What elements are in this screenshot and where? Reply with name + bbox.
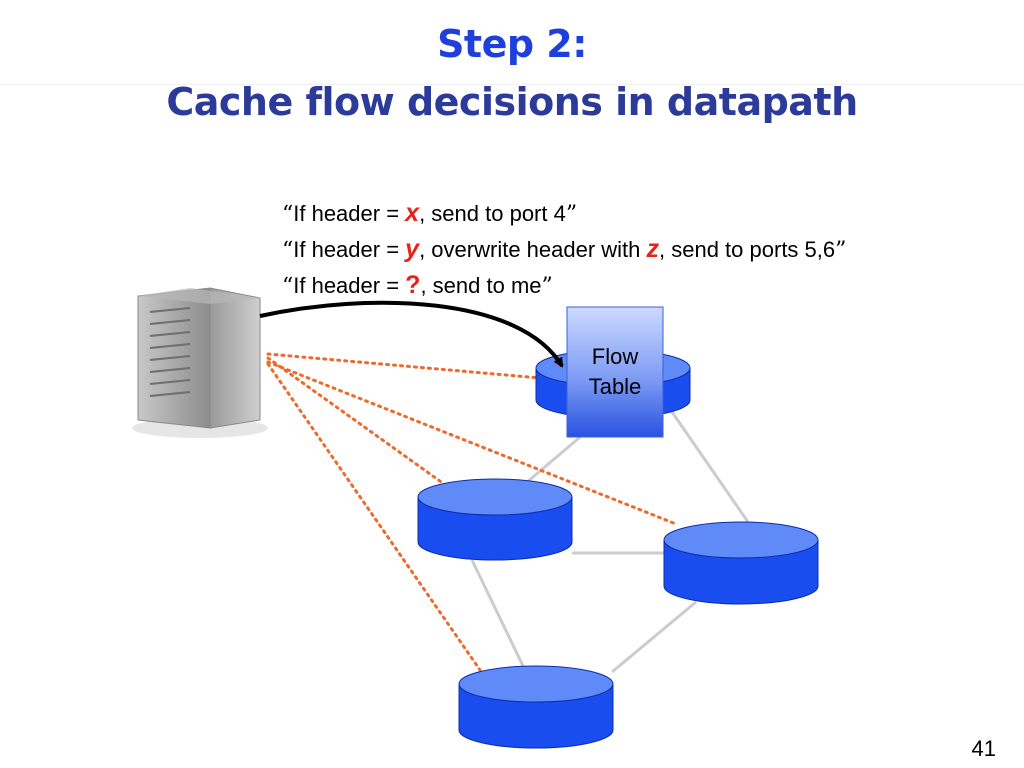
open-quote: “ [282,238,294,263]
rewrite-variable: z [646,235,660,263]
header-variable: y [405,235,420,263]
rule-action: , send to ports 5,6 [659,237,836,262]
page-number: 41 [971,736,996,761]
control-link-right [266,360,678,526]
close-quote: ” [541,274,553,299]
close-quote: ” [565,202,578,227]
flow-rule-1: “If header = x, send to port 4” [282,196,846,232]
rule-prefix: If header = [293,273,406,298]
flow-rule-2: “If header = y, overwrite header with z,… [282,232,846,268]
install-rule-arrow [259,300,564,368]
close-quote: ” [835,238,847,263]
cylinder-switch-icon [663,521,819,605]
control-link-bottom [266,362,482,672]
flow-rule-3: “If header = ?, send to me” [282,268,846,304]
link-right-bottom [611,600,697,674]
flow-table-label-line1: Flow [591,344,639,369]
rule-prefix: If header = [293,201,406,226]
slide-title-main: Cache flow decisions in datapath [166,80,858,124]
rule-action: , send to me [420,273,542,298]
cylinder-switch-icon [458,665,614,749]
header-variable: ? [405,271,421,299]
link-left-bottom [470,559,526,669]
rule-middle: , overwrite header with [419,237,647,262]
header-variable: x [405,199,420,227]
flow-table-label-line2: Table [588,374,642,399]
flow-table-label: Flow Table [567,342,663,402]
flow-table-box [566,306,664,438]
rule-prefix: If header = [293,237,406,262]
slide-title-step: Step 2: [437,22,587,66]
link-top-right [670,411,750,523]
server-tower-icon [132,287,268,438]
server-vents [149,307,191,397]
cylinder-switch-icon [417,478,573,561]
open-quote: “ [282,202,294,227]
control-links [266,352,678,672]
header-divider [0,84,1024,85]
control-link-left [266,356,446,486]
flow-rules-list: “If header = x, send to port 4” “If head… [282,196,846,304]
open-quote: “ [282,274,294,299]
rule-action: , send to port 4 [419,201,566,226]
control-link-top [266,352,542,380]
